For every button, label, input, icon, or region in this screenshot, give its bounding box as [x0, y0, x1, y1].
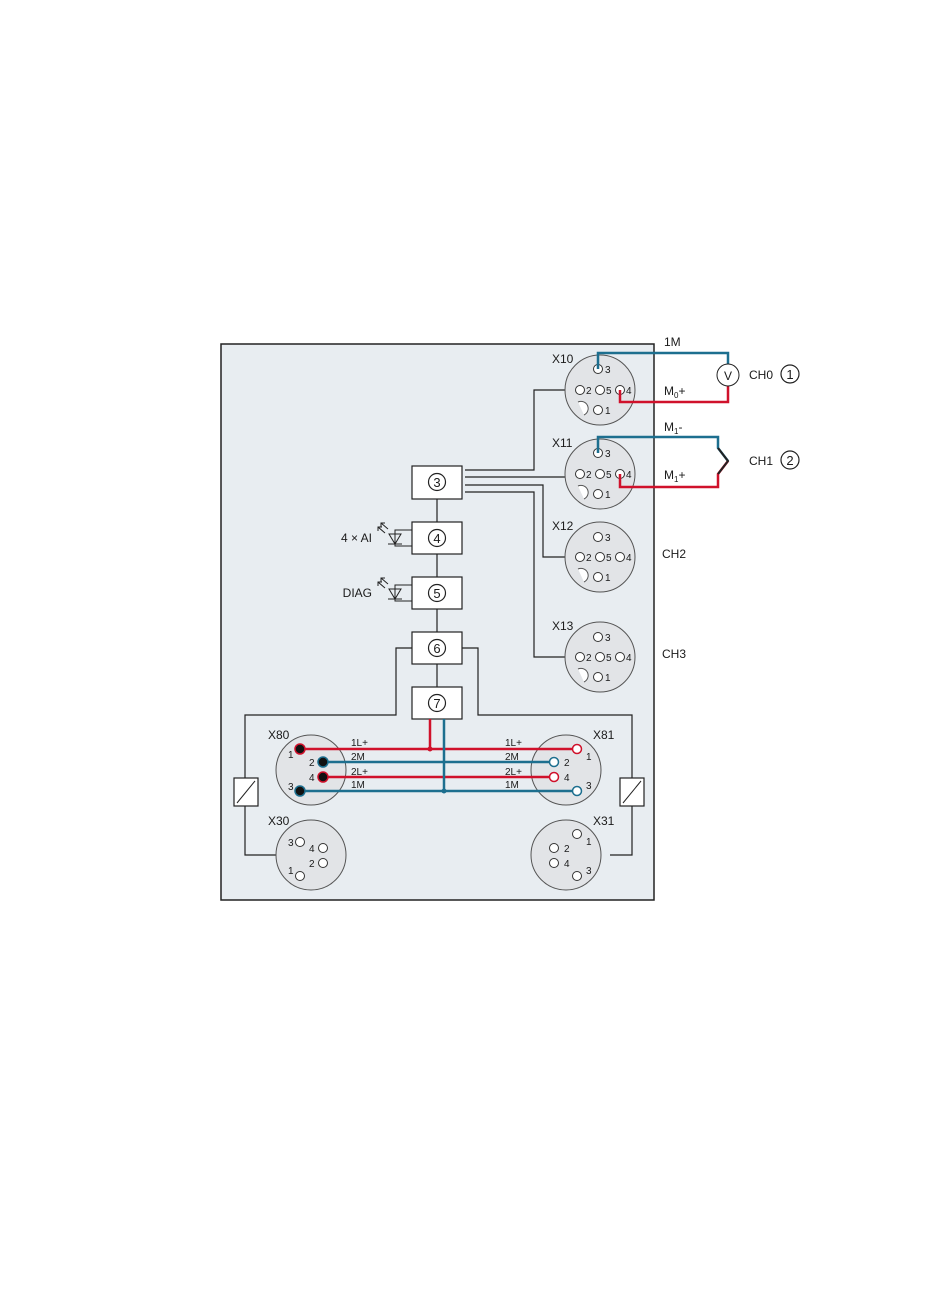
ch1-label: CH1 [749, 454, 773, 468]
x11-pin-2: 2 [586, 470, 592, 481]
x81-pin-2: 2 [564, 758, 570, 769]
connector-x81 [531, 735, 601, 805]
bus-label-left-1l: 1L+ [351, 738, 368, 749]
label-m0-plus: M0+ [664, 384, 685, 400]
x12-pin-3: 3 [605, 533, 611, 544]
connector-x11: 3 2 5 4 1 [565, 439, 635, 509]
x11-pin-5: 5 [606, 470, 612, 481]
x30-pin-2: 2 [309, 859, 315, 870]
x31-pin-1: 1 [586, 837, 592, 848]
label-m1-minus: M1- [664, 420, 682, 436]
x13-pin-5: 5 [606, 653, 612, 664]
voltmeter-symbol: V [724, 369, 732, 383]
x31-pin-2: 2 [564, 844, 570, 855]
label-m1-plus-suffix: + [678, 468, 685, 482]
bus-label-right-2l: 2L+ [505, 767, 522, 778]
x12-pin-4: 4 [626, 553, 632, 564]
callout-2: 2 [781, 451, 799, 469]
x10-label: X10 [552, 352, 574, 366]
x13-pin-3: 3 [605, 633, 611, 644]
block-7: 7 [412, 687, 462, 719]
ch2-label: CH2 [662, 547, 686, 561]
block-5-number: 5 [433, 586, 440, 601]
connector-x30: 3 4 2 1 [276, 820, 346, 890]
block-6: 6 [412, 632, 462, 664]
x30-pin-3: 3 [288, 838, 294, 849]
x11-pin-4: 4 [626, 470, 632, 481]
label-1m-top: 1M [664, 335, 681, 349]
x80-pin-1: 1 [288, 750, 294, 761]
x11-pin-3: 3 [605, 449, 611, 460]
bus-junction-red [428, 747, 433, 752]
x13-pin-4: 4 [626, 653, 632, 664]
label-m1-minus-main: M [664, 420, 674, 434]
voltmeter-icon: V [717, 364, 739, 386]
x80-pin-2: 2 [309, 758, 315, 769]
x30-pin-1: 1 [288, 866, 294, 877]
x30-label: X30 [268, 814, 290, 828]
block-4: 4 [412, 522, 462, 554]
x80-label: X80 [268, 728, 290, 742]
x11-pin-1: 1 [605, 490, 611, 501]
x12-pin-5: 5 [606, 553, 612, 564]
block-6-number: 6 [433, 641, 440, 656]
bus-label-right-1l: 1L+ [505, 738, 522, 749]
x12-pin-1: 1 [605, 573, 611, 584]
diag-status-label: DIAG [343, 586, 372, 600]
x10-pin-1: 1 [605, 406, 611, 417]
x10-pin-2: 2 [586, 386, 592, 397]
callout-2-number: 2 [786, 453, 793, 468]
x10-pin-3: 3 [605, 365, 611, 376]
connector-x13: 3 2 5 4 1 [565, 622, 635, 692]
x12-pin-2: 2 [586, 553, 592, 564]
x12-label: X12 [552, 519, 574, 533]
label-m1-plus: M1+ [664, 468, 685, 484]
right-filter-icon [620, 778, 644, 806]
connector-x31: 1 2 4 3 [531, 820, 601, 890]
bus-label-left-1m: 1M [351, 780, 365, 791]
x13-pin-1: 1 [605, 673, 611, 684]
x10-pin-5: 5 [606, 386, 612, 397]
block-5: 5 [412, 577, 462, 609]
x81-pin-3: 3 [586, 781, 592, 792]
bus-label-left-2l: 2L+ [351, 767, 368, 778]
x10-pin-4: 4 [626, 386, 632, 397]
x11-label: X11 [552, 436, 573, 450]
block-7-number: 7 [433, 696, 440, 711]
connector-x10: 3 2 5 4 1 [565, 355, 635, 425]
callout-1-number: 1 [786, 367, 793, 382]
x81-pin-4: 4 [564, 773, 570, 784]
bus-label-right-1m: 1M [505, 780, 519, 791]
x30-pin-4: 4 [309, 844, 315, 855]
bus-junction-blue [442, 789, 447, 794]
connector-x12: 3 2 5 4 1 [565, 522, 635, 592]
x13-label: X13 [552, 619, 574, 633]
bus-label-left-2m: 2M [351, 752, 365, 763]
ch0-label: CH0 [749, 368, 773, 382]
x81-label: X81 [593, 728, 615, 742]
ai-status-label: 4 × AI [341, 531, 372, 545]
label-m1-plus-main: M [664, 468, 674, 482]
x80-pin-3: 3 [288, 782, 294, 793]
x31-label: X31 [593, 814, 615, 828]
x81-pin-1: 1 [586, 752, 592, 763]
block-3: 3 [412, 466, 462, 499]
connector-x80 [276, 735, 346, 805]
x31-pin-3: 3 [586, 866, 592, 877]
block-4-number: 4 [433, 531, 440, 546]
left-filter-icon [234, 778, 258, 806]
x13-pin-2: 2 [586, 653, 592, 664]
x80-pin-4: 4 [309, 773, 315, 784]
label-m1-minus-suffix: - [678, 420, 682, 434]
x31-pin-4: 4 [564, 859, 570, 870]
bus-label-right-2m: 2M [505, 752, 519, 763]
label-m0-suffix: + [678, 384, 685, 398]
callout-1: 1 [781, 365, 799, 383]
block-3-number: 3 [433, 475, 440, 490]
ch3-label: CH3 [662, 647, 686, 661]
label-m0-main: M [664, 384, 674, 398]
